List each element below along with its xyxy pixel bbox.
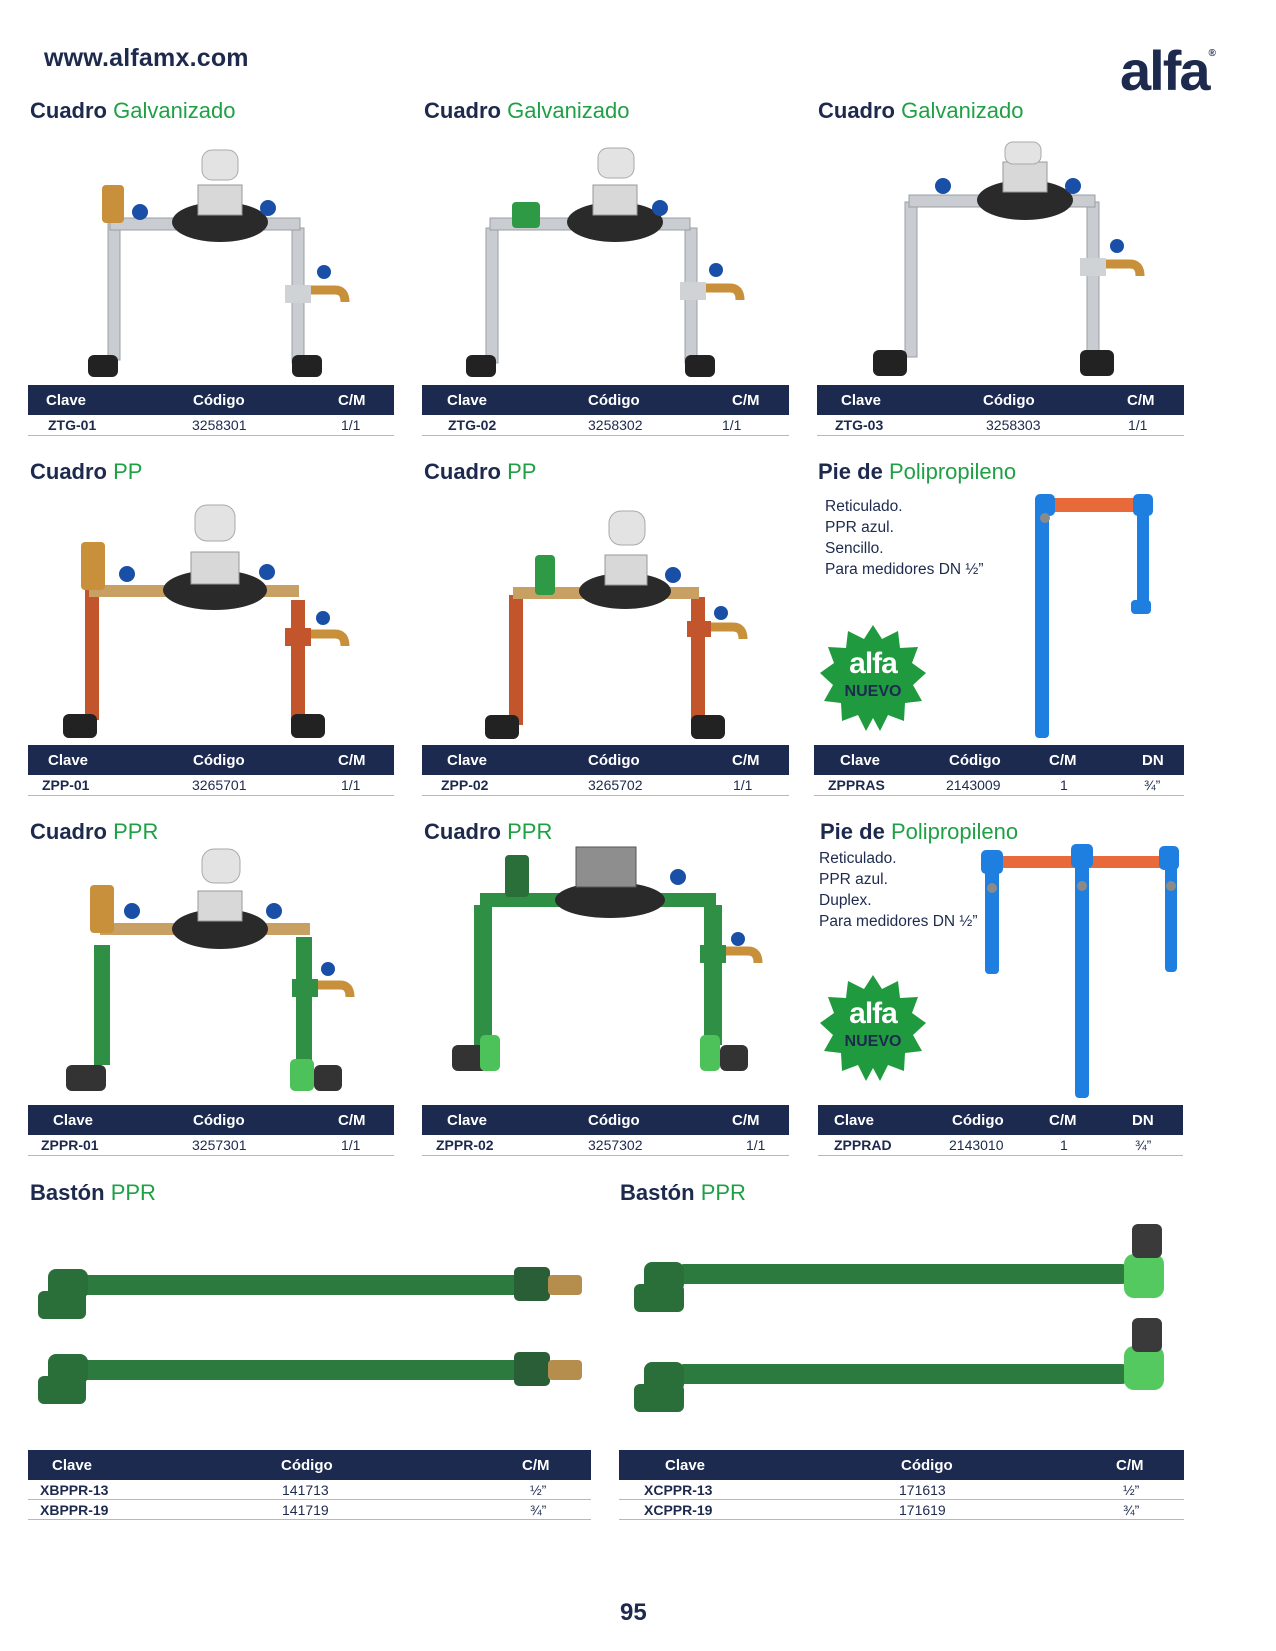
page-number: 95 [620,1599,647,1626]
zpprad-product-image [981,844,1179,1098]
zppr01-product-image [66,848,355,1091]
xcppr-product-image [634,1224,1164,1412]
alfa-logo: alfa® [1120,39,1216,102]
section-title-zpp01: Cuadro PP [30,459,143,484]
zppras-product-image [1035,494,1153,738]
section-title-zpp02: Cuadro PP [424,459,537,484]
section-title-zpprad: Pie de Polipropileno [820,819,1019,844]
zpp01-product-image [63,504,350,738]
starburst-icon [820,625,926,731]
section-title-ztg02: Cuadro Galvanizado [424,98,630,123]
zpp02-product-image [485,510,748,739]
xbppr-product-image [38,1267,582,1404]
nuevo-badge: alfa NUEVO [818,623,928,733]
ztg02-product-image [466,147,745,377]
section-title-zppras: Pie de Polipropileno [818,459,1017,484]
nuevo-badge-2: alfa NUEVO [818,973,928,1083]
section-title-zppr02: Cuadro PPR [424,819,553,844]
ztg01-product-image [88,149,350,377]
ztg03-product-image [873,141,1145,376]
section-title-ztg03: Cuadro Galvanizado [818,98,1024,123]
website-url: www.alfamx.com [44,44,249,72]
section-title-ztg01: Cuadro Galvanizado [30,98,236,123]
zppr02-product-image [452,846,763,1071]
section-title-zppr01: Cuadro PPR [30,819,159,844]
starburst-icon [820,975,926,1081]
section-title-xbppr: Bastón PPR [30,1180,156,1205]
section-title-xcppr: Bastón PPR [620,1180,746,1205]
zppras-description: Reticulado. PPR azul. Sencillo. Para med… [825,498,984,578]
zpprad-description: Reticulado. PPR azul. Duplex. Para medid… [819,850,978,930]
